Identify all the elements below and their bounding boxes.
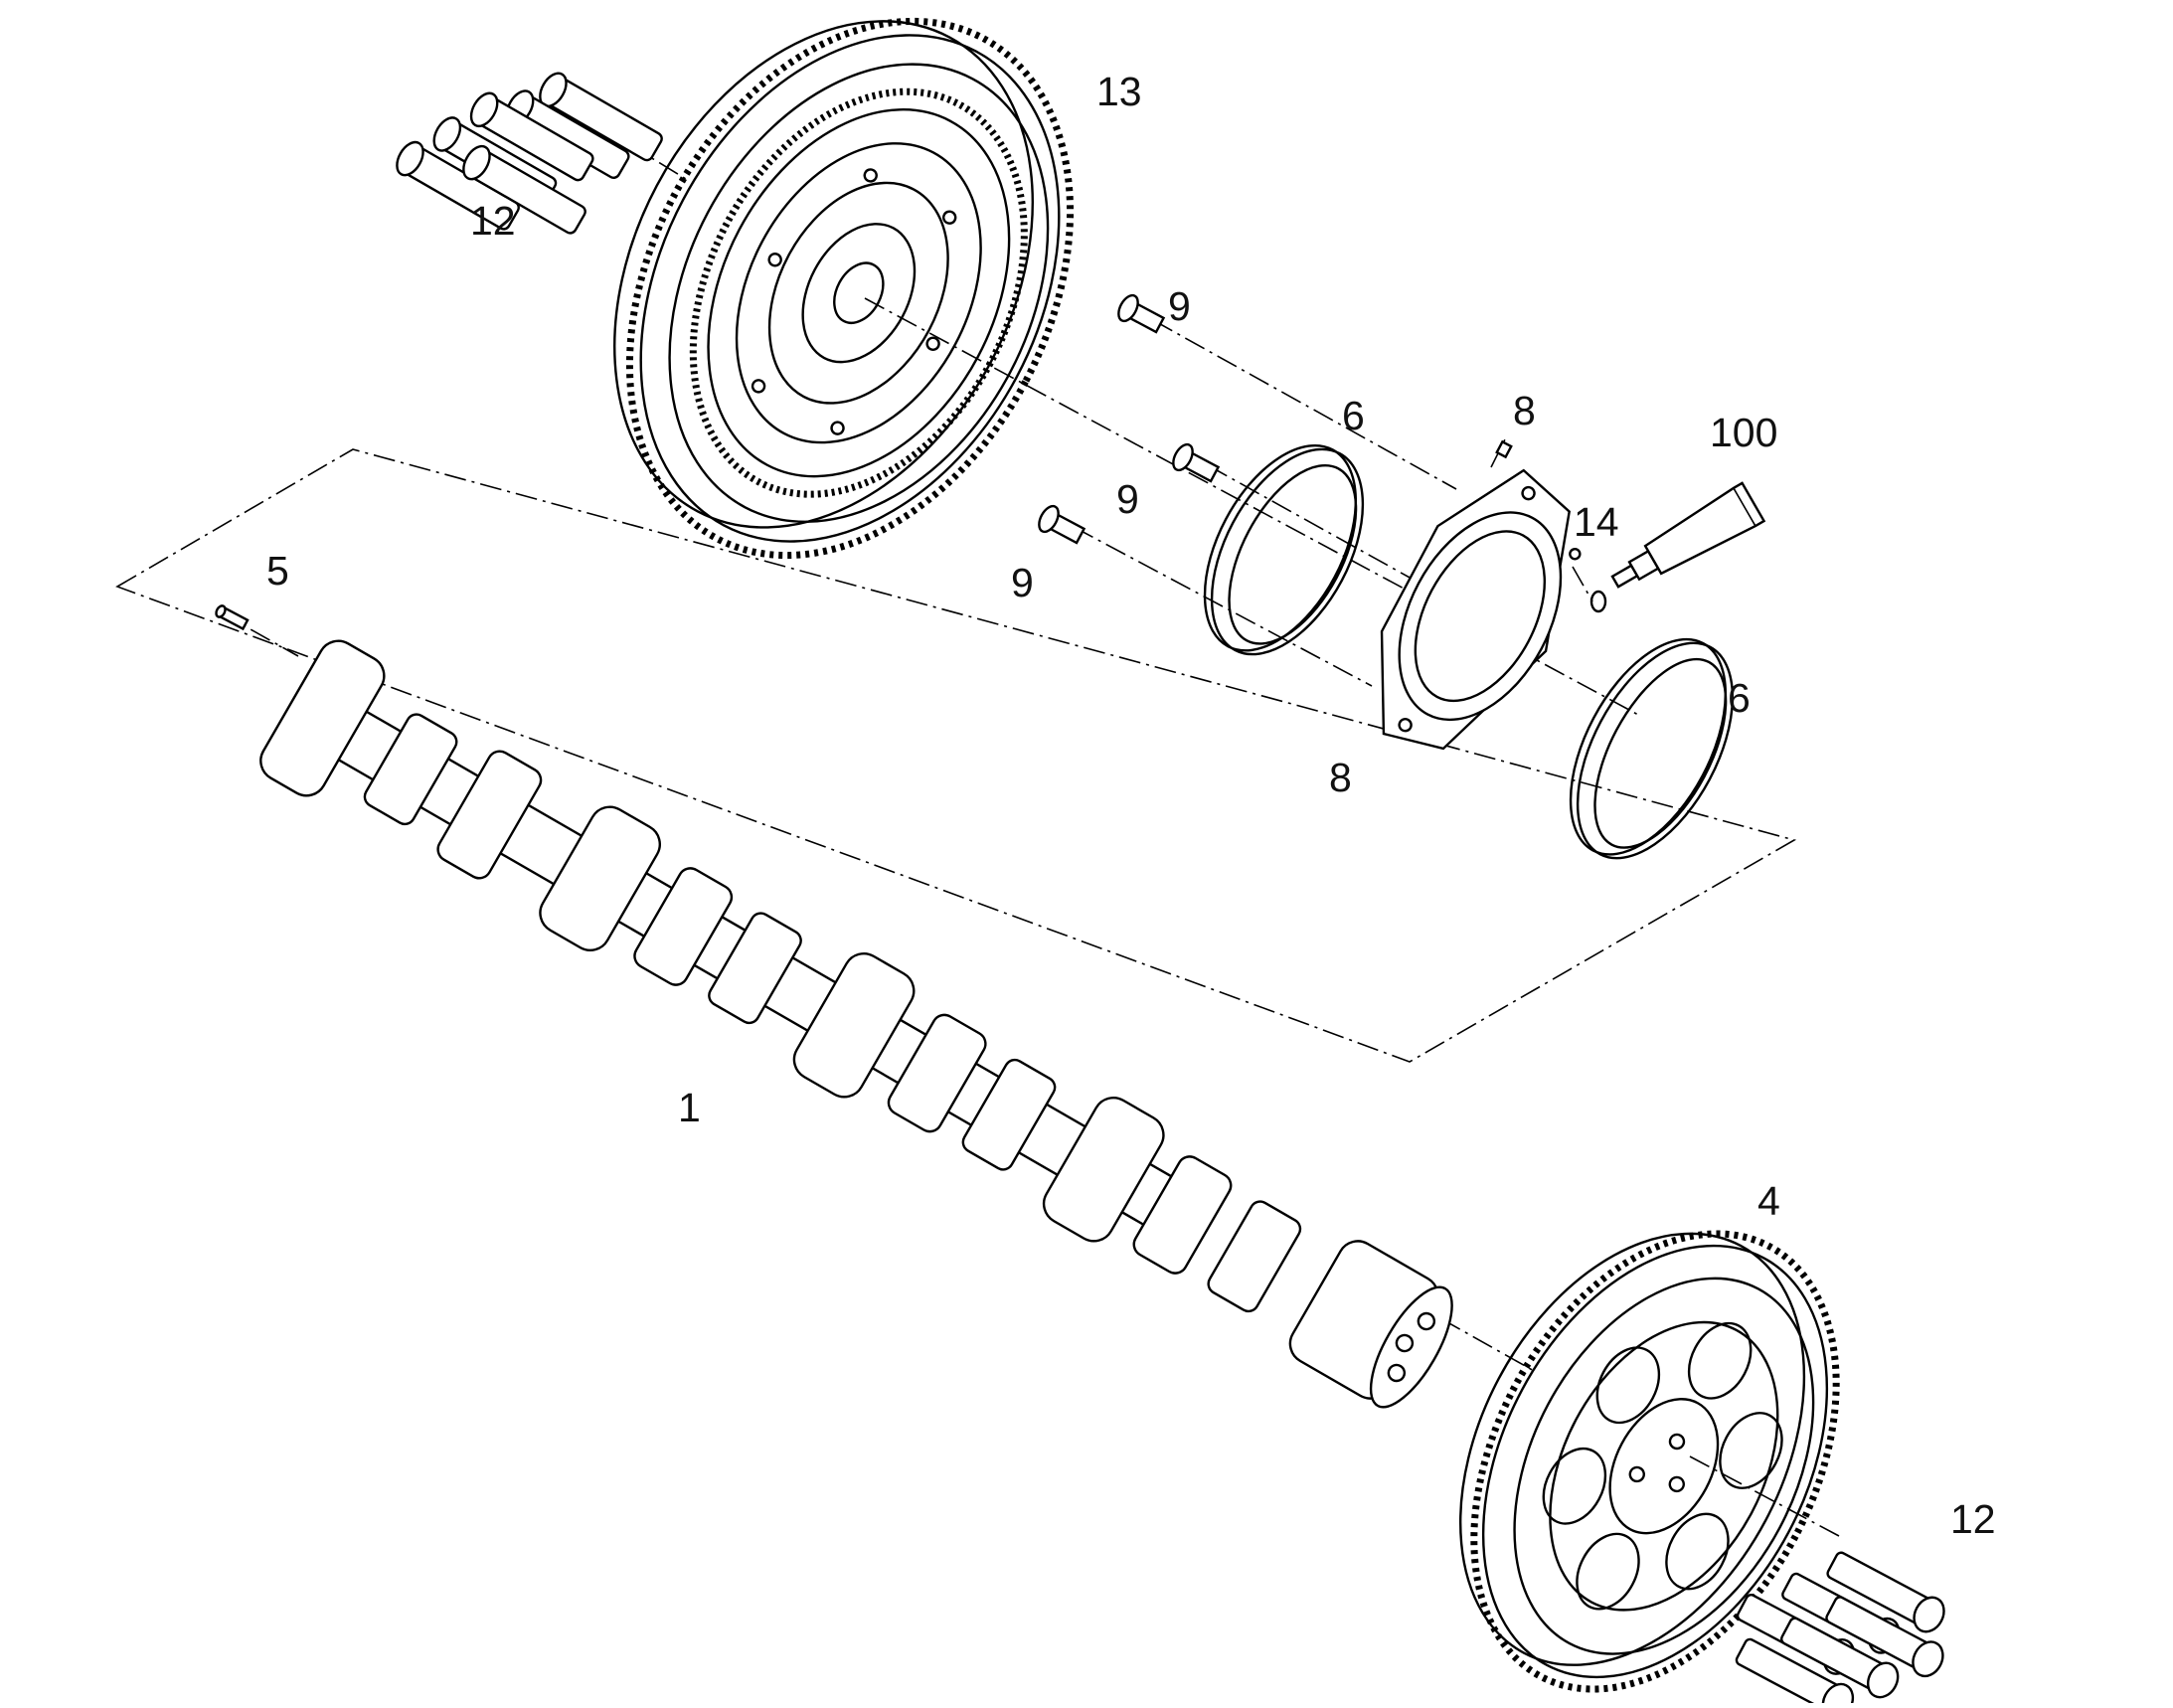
bolt-set-icon (1735, 1551, 1945, 1708)
bolt-set-icon (396, 72, 663, 235)
callout-8-lower: 8 (1329, 755, 1352, 800)
callout-100: 100 (1710, 410, 1778, 455)
callout-14: 14 (1574, 499, 1619, 545)
assembly-boundary (115, 448, 1797, 1063)
callout-4: 4 (1757, 1178, 1780, 1224)
shoulder-bolt-icon (1038, 293, 1221, 545)
callout-8-top: 8 (1513, 388, 1536, 433)
o-ring-icon (1589, 590, 1607, 613)
gear-wheel-icon (613, 17, 1075, 560)
callout-9-lower: 9 (1011, 560, 1034, 605)
callout-13: 13 (1096, 69, 1142, 114)
callout-6-top: 6 (1342, 393, 1365, 438)
thrust-washer-icon (1569, 637, 1735, 860)
bearing-plate-icon (1380, 468, 1582, 751)
callout-12-bottom: 12 (1950, 1496, 1996, 1542)
callout-12-top: 12 (470, 198, 516, 244)
callout-6-lower: 6 (1728, 675, 1751, 721)
dowel-pin-icon (215, 604, 250, 631)
callout-9-middle: 9 (1116, 476, 1139, 522)
camshaft-icon (259, 639, 1453, 1409)
callout-5: 5 (266, 548, 289, 594)
callout-1: 1 (678, 1085, 701, 1130)
sealant-tube-icon (1610, 481, 1766, 589)
dowel-pin-icon (1495, 439, 1513, 459)
callout-9-top: 9 (1168, 283, 1191, 329)
thrust-washer-icon (1203, 443, 1365, 656)
gear-wheel-icon (1459, 1230, 1840, 1693)
